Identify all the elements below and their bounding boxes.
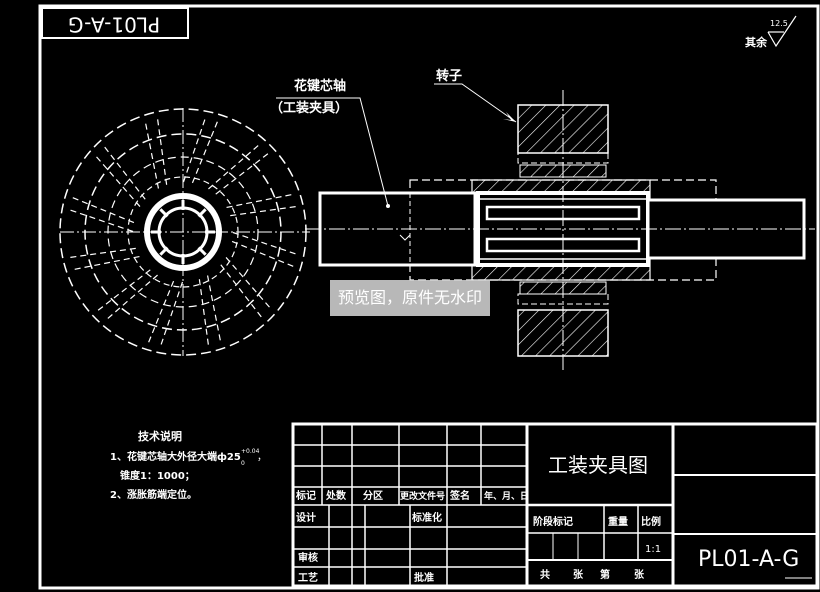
notes-title: 技术说明 bbox=[138, 429, 182, 443]
label-standardization: 标准化 bbox=[411, 511, 442, 524]
scale-value: 1:1 bbox=[645, 544, 661, 555]
rotor-callout: 转子 bbox=[434, 68, 517, 123]
roughness-symbol: 12.5 其余 bbox=[745, 15, 797, 49]
preview-watermark: 预览图，原件无水印 bbox=[330, 280, 490, 316]
note-item-2: 2、涨胀筋端定位。 bbox=[110, 488, 197, 501]
tolerance-lower: 0 bbox=[241, 460, 245, 467]
label-weight: 重量 bbox=[608, 515, 628, 528]
label-review: 审核 bbox=[298, 551, 318, 564]
label-stage-mark: 阶段标记 bbox=[533, 515, 573, 528]
note-item-1-line2: 锥度1：1000； bbox=[120, 469, 195, 482]
svg-text:12.5: 12.5 bbox=[770, 19, 788, 28]
rotor-end-view bbox=[59, 108, 310, 356]
label-process: 工艺 bbox=[298, 571, 318, 584]
corner-code-text: PL01-A-G bbox=[68, 13, 160, 37]
header-date: 年、月、日 bbox=[484, 490, 529, 502]
label-ratio: 比例 bbox=[641, 515, 661, 528]
header-mark: 标记 bbox=[295, 489, 316, 502]
mandrel-callout: 花键芯轴 （工装夹具） bbox=[270, 78, 390, 208]
svg-text:（工装夹具）: （工装夹具） bbox=[270, 100, 348, 116]
tolerance-upper: +0.04 bbox=[241, 448, 260, 455]
sheets-total: 共 bbox=[540, 568, 550, 581]
spline-mandrel bbox=[305, 90, 815, 370]
drawing-frame bbox=[38, 4, 820, 590]
svg-text:花键芯轴: 花键芯轴 bbox=[294, 78, 346, 94]
title-block bbox=[291, 422, 819, 588]
sheets-no: 第 bbox=[600, 568, 610, 581]
drawing-title: 工装夹具图 bbox=[548, 453, 648, 477]
technical-notes: 技术说明 1、花键芯轴大外径大端ф25 +0.04 0 ， 锥度1：1000； … bbox=[110, 429, 267, 501]
label-approve: 批准 bbox=[414, 571, 434, 584]
drawing-code: PL01-A-G bbox=[698, 547, 799, 572]
note-item-1: 1、花键芯轴大外径大端ф25 bbox=[110, 450, 241, 463]
corner-code-box bbox=[41, 7, 189, 39]
sheets-unit-2: 张 bbox=[634, 568, 645, 581]
title-block-text: 工装夹具图 PL01-A-G 标记 处数 分区 更改文件号 签名 年、月、日 设… bbox=[295, 453, 799, 584]
label-design: 设计 bbox=[296, 511, 316, 524]
svg-text:其余: 其余 bbox=[745, 35, 768, 49]
header-change-doc: 更改文件号 bbox=[400, 490, 445, 502]
svg-text:转子: 转子 bbox=[436, 68, 462, 84]
sheets-unit-1: 张 bbox=[573, 568, 584, 581]
header-count: 处数 bbox=[325, 489, 347, 502]
header-zone: 分区 bbox=[363, 489, 383, 502]
svg-text:，: ， bbox=[257, 452, 267, 463]
header-signature: 签名 bbox=[449, 489, 470, 502]
